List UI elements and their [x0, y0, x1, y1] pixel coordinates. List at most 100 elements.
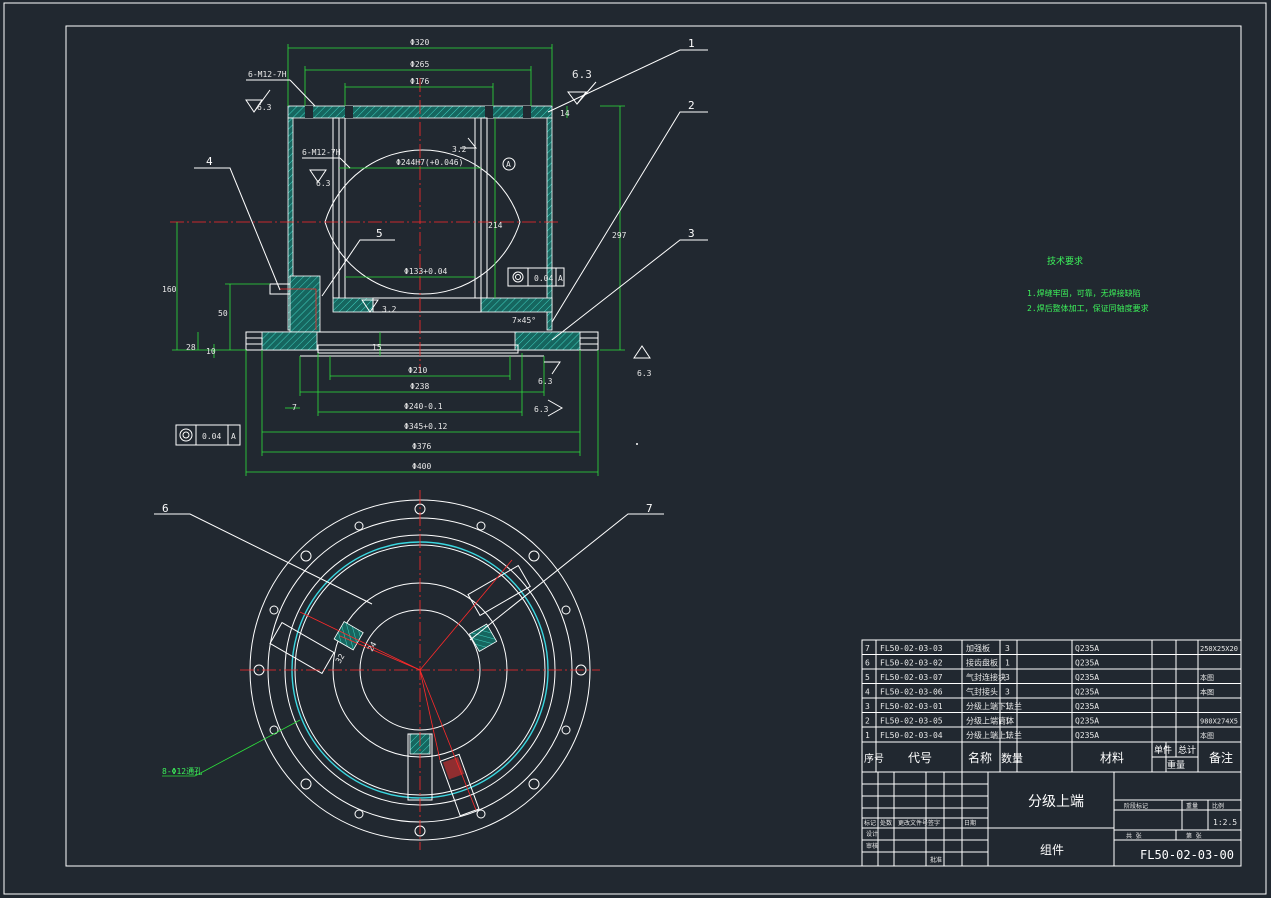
dim-h50: 50	[218, 309, 228, 318]
title-sheet-no: 第 张	[1186, 832, 1202, 840]
dim-d238: Φ238	[410, 382, 429, 391]
bom-material: Q235A	[1075, 644, 1099, 653]
dim-d400: Φ400	[412, 462, 431, 471]
dim-h7: 7	[292, 403, 297, 412]
bom-remark: 250X25X20	[1200, 645, 1238, 653]
balloon-4: 4	[206, 155, 213, 168]
title-block-text: 分级上端 组件 FL50-02-03-00 1:2.5 阶段标记 重量 比例 共…	[864, 794, 1237, 864]
title-weight: 重量	[1186, 802, 1198, 810]
bom-seq: 2	[865, 717, 870, 726]
bom-header-total-weight: 总计	[1178, 744, 1196, 756]
drawing-frame	[3, 2, 1267, 895]
bom-qty: 1	[1005, 659, 1010, 668]
tol-box-datum-1: A	[558, 274, 563, 283]
bom-header-seq: 序号	[864, 752, 884, 765]
dim-d320: Φ320	[410, 38, 429, 47]
bom-header-qty: 数量	[1001, 752, 1023, 765]
bom-qty: 1	[1005, 717, 1010, 726]
dim-d176: Φ176	[410, 77, 429, 86]
dim-d133: Φ133+0.04	[404, 267, 448, 276]
dim-h10: 10	[206, 347, 216, 356]
balloon-6: 6	[162, 502, 169, 515]
bom-name: 加强板	[966, 643, 990, 653]
bom-seq: 5	[865, 673, 870, 682]
bom-name: 气封接头	[966, 687, 998, 697]
roughness-8: 6.3	[637, 369, 652, 378]
bom-code: FL50-02-03-03	[880, 644, 943, 653]
dim-d210: Φ210	[408, 366, 427, 375]
bom-seq: 3	[865, 702, 870, 711]
title-design: 设计	[866, 830, 878, 838]
title-stage-mark: 阶段标记	[1124, 802, 1148, 810]
dim-h14: 14	[560, 109, 570, 118]
title-approve: 批准	[930, 856, 942, 864]
title-block	[861, 771, 1242, 867]
dim-chamfer: 7×45°	[512, 316, 536, 325]
bom-seq: 1	[865, 731, 870, 740]
tech-req-item-2: 2.焊后整体加工，保证同轴度要求	[1027, 303, 1149, 313]
roughness-7: 6.3	[534, 405, 549, 414]
bom-table	[861, 639, 1242, 773]
tech-req-heading: 技术要求	[1047, 255, 1083, 267]
holes-mid-label: 6-M12-7H	[302, 148, 341, 157]
bom-name: 分级上端筒体	[966, 716, 1014, 726]
bom-rows: 7 FL50-02-03-03 加强板 3 Q235A 250X25X20 6 …	[864, 643, 1238, 771]
bom-qty: 3	[1005, 644, 1010, 653]
tech-requirements: 技术要求 1.焊缝牢固，可靠，无焊接缺陷 2.焊后整体加工，保证同轴度要求	[1027, 255, 1149, 313]
drawing-type-label: 组件	[1040, 843, 1064, 857]
bom-header-code: 代号	[908, 751, 932, 765]
roughness-3: 6.3	[316, 179, 331, 188]
bom-material: Q235A	[1075, 673, 1099, 682]
dim-h160: 160	[162, 285, 177, 294]
roughness-6: 6.3	[538, 377, 553, 386]
balloon-7: 7	[646, 502, 653, 515]
dim-d240: Φ240-0.1	[404, 402, 443, 411]
bom-code: FL50-02-03-06	[880, 688, 943, 697]
holes-base-label: 8-Φ12通孔	[162, 766, 202, 776]
bom-name: 分级上端上法兰	[966, 730, 1022, 740]
datum-a-circle: A	[506, 160, 511, 169]
dim-h214: 214	[488, 221, 503, 230]
balloon-labels: 1 2 3 4 5 6 7	[162, 37, 695, 515]
bom-header-unit-weight: 单件	[1154, 744, 1172, 756]
bom-qty: 3	[1005, 673, 1010, 682]
title-mark: 标记	[864, 819, 876, 827]
bom-name: 接齿盘板	[966, 658, 998, 668]
bom-material: Q235A	[1075, 702, 1099, 711]
bom-header-material: 材料	[1100, 751, 1124, 765]
bom-row: 3 FL50-02-03-01 分级上端下法兰 1 Q235A	[865, 701, 1099, 711]
bom-remark: 本图	[1200, 673, 1214, 682]
tol-box-datum-2: A	[231, 432, 236, 441]
balloon-2: 2	[688, 99, 695, 112]
bom-code: FL50-02-03-07	[880, 673, 943, 682]
dim-h28: 28	[186, 343, 196, 352]
tech-req-item-1: 1.焊缝牢固，可靠，无焊接缺陷	[1027, 288, 1141, 298]
bom-name: 气封连接块	[966, 672, 1006, 682]
section-dim-labels: Φ320 Φ265 Φ176 Φ244H7(+0.046) Φ133+0.04 …	[162, 38, 652, 471]
bom-row: 7 FL50-02-03-03 加强板 3 Q235A 250X25X20	[865, 643, 1238, 653]
drawing-title: 分级上端	[1028, 794, 1084, 810]
bom-seq: 4	[865, 688, 870, 697]
roughness-5: 3.2	[382, 305, 397, 314]
bom-seq: 6	[865, 659, 870, 668]
plan-labels: 8-Φ12通孔 32 24	[162, 640, 379, 776]
bom-row: 2 FL50-02-03-05 分级上端筒体 1 Q235A 980X274X5	[865, 716, 1238, 726]
title-sheets-total: 共 张	[1126, 832, 1142, 840]
roughness-2: 6.3	[572, 68, 592, 81]
bom-material: Q235A	[1075, 659, 1099, 668]
bom-name: 分级上端下法兰	[966, 701, 1022, 711]
bom-qty: 3	[1005, 688, 1010, 697]
bom-header-name: 名称	[968, 750, 992, 765]
bom-row: 5 FL50-02-03-07 气封连接块 3 Q235A 本图	[865, 672, 1214, 682]
roughness-1: 6.3	[257, 103, 272, 112]
bom-header-remark: 备注	[1209, 750, 1233, 765]
bom-material: Q235A	[1075, 688, 1099, 697]
bom-row: 4 FL50-02-03-06 气封接头 3 Q235A 本图	[865, 687, 1214, 697]
dim-d345: Φ345+0.12	[404, 422, 448, 431]
roughness-4: 3.2	[452, 145, 467, 154]
balloon-5: 5	[376, 227, 383, 240]
dim-d376: Φ376	[412, 442, 431, 451]
bom-seq: 7	[865, 644, 870, 653]
bom-code: FL50-02-03-02	[880, 659, 943, 668]
